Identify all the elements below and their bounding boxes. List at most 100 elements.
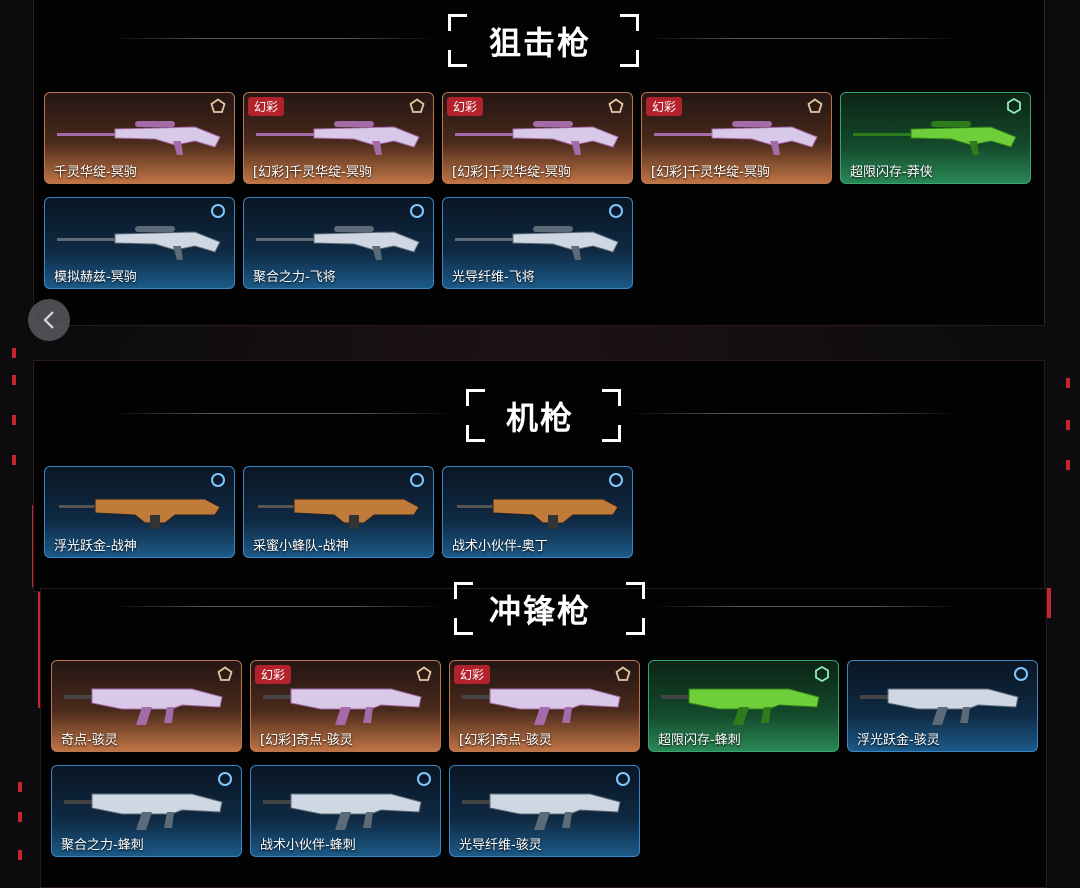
section-title: 狙击枪: [488, 24, 591, 62]
weapon-skin-name: 超限闪存-莽侠: [850, 165, 933, 180]
weapon-image: [256, 121, 420, 155]
circle-icon: [615, 771, 631, 787]
weapon-skin-card[interactable]: 幻彩[幻彩]奇点-骇灵: [250, 660, 441, 752]
weapon-image: [256, 226, 420, 260]
weapon-skin-card[interactable]: 幻彩 [幻彩]千灵华绽-冥驹: [442, 92, 633, 184]
title-bracket-corner: [602, 389, 621, 406]
weapon-skin-name: [幻彩]奇点-骇灵: [459, 733, 552, 748]
weapon-skin-name: 战术小伙伴-奥丁: [452, 539, 548, 554]
weapon-skin-card[interactable]: 千灵华绽-冥驹: [44, 92, 235, 184]
weapon-image: [457, 498, 619, 529]
weapon-skin-card[interactable]: 超限闪存-蜂刺: [648, 660, 839, 752]
weapon-image: [455, 226, 619, 260]
weapon-skin-card[interactable]: 幻彩[幻彩]千灵华绽-冥驹: [641, 92, 832, 184]
weapon-image: [263, 793, 422, 830]
variant-badge: 幻彩: [255, 665, 292, 684]
title-bracket-corner: [448, 50, 467, 67]
title-bracket-corner: [626, 618, 645, 635]
weapon-image: [59, 498, 221, 529]
weapon-skin-name: 超限闪存-蜂刺: [658, 733, 741, 748]
weapon-skin-card[interactable]: 浮光跃金-战神: [44, 466, 235, 558]
weapon-image: [64, 688, 223, 725]
weapon-skin-name: 光导纤维-飞将: [452, 270, 535, 285]
variant-badge: 幻彩: [447, 97, 484, 116]
weapon-skin-card[interactable]: 幻彩 [幻彩]奇点-骇灵: [449, 660, 640, 752]
weapon-skin-name: 模拟赫兹-冥驹: [54, 270, 137, 285]
weapon-image: [661, 688, 820, 725]
weapon-image: [64, 793, 223, 830]
weapon-skin-card[interactable]: 光导纤维-骇灵: [449, 765, 640, 857]
accent-dash: [1066, 460, 1070, 470]
circle-icon: [1013, 666, 1029, 682]
circle-icon: [210, 203, 226, 219]
weapon-skin-card[interactable]: 战术小伙伴-蜂刺: [250, 765, 441, 857]
accent-dash: [18, 812, 22, 822]
accent-dash: [1066, 378, 1070, 388]
accent-dash: [1066, 420, 1070, 430]
accent-dash: [18, 850, 22, 860]
circle-icon: [217, 771, 233, 787]
weapon-skin-name: 奇点-骇灵: [61, 733, 118, 748]
weapon-skin-card[interactable]: 幻彩[幻彩]千灵华绽-冥驹: [243, 92, 434, 184]
weapon-image: [462, 793, 621, 830]
title-bracket-corner: [626, 582, 645, 599]
title-divider-line: [110, 606, 444, 607]
weapon-skin-card[interactable]: 聚合之力-飞将: [243, 197, 434, 289]
accent-dash: [12, 375, 16, 385]
weapon-skin-card[interactable]: 超限闪存-莽侠: [840, 92, 1031, 184]
circle-icon: [409, 203, 425, 219]
weapon-image: [860, 688, 1019, 725]
previous-page-button[interactable]: [28, 299, 70, 341]
pentagon-icon: [217, 666, 233, 682]
weapon-image: [57, 226, 221, 260]
title-bracket-corner: [454, 582, 473, 599]
section-title: 机枪: [505, 399, 574, 437]
title-divider-line: [628, 413, 960, 414]
weapon-image: [258, 498, 420, 529]
accent-bar-right-low: [1046, 588, 1051, 618]
weapon-skin-name: 浮光跃金-战神: [54, 539, 137, 554]
circle-icon: [210, 472, 226, 488]
pentagon-icon: [409, 98, 425, 114]
weapon-image: [654, 121, 818, 155]
weapon-skin-name: [幻彩]千灵华绽-冥驹: [651, 165, 770, 180]
weapon-skin-card[interactable]: 采蜜小蜂队-战神: [243, 466, 434, 558]
accent-dash: [18, 782, 22, 792]
weapon-skin-card[interactable]: 战术小伙伴-奥丁: [442, 466, 633, 558]
title-divider-line: [110, 38, 438, 39]
title-bracket-corner: [602, 425, 621, 442]
weapon-skin-name: 聚合之力-飞将: [253, 270, 336, 285]
title-divider-line: [652, 606, 960, 607]
title-bracket-corner: [454, 618, 473, 635]
pentagon-icon: [807, 98, 823, 114]
accent-dash: [12, 348, 16, 358]
weapon-image: [853, 121, 1017, 155]
weapon-skin-name: [幻彩]千灵华绽-冥驹: [452, 165, 571, 180]
weapon-image: [455, 121, 619, 155]
weapon-skin-name: 聚合之力-蜂刺: [61, 838, 144, 853]
title-bracket-corner: [620, 50, 639, 67]
weapon-skin-card[interactable]: 聚合之力-蜂刺: [51, 765, 242, 857]
circle-icon: [608, 203, 624, 219]
weapon-skin-card[interactable]: 浮光跃金-骇灵: [847, 660, 1038, 752]
title-bracket-corner: [466, 425, 485, 442]
hexagon-icon: [814, 665, 830, 683]
title-divider-line: [110, 413, 456, 414]
title-divider-line: [646, 38, 960, 39]
weapon-skin-name: 光导纤维-骇灵: [459, 838, 542, 853]
circle-icon: [409, 472, 425, 488]
weapon-image: [462, 688, 621, 725]
weapon-skin-card[interactable]: 光导纤维-飞将: [442, 197, 633, 289]
weapon-skin-card[interactable]: 模拟赫兹-冥驹: [44, 197, 235, 289]
circle-icon: [608, 472, 624, 488]
pentagon-icon: [210, 98, 226, 114]
section-title: 冲锋枪: [488, 592, 591, 630]
weapon-image: [263, 688, 422, 725]
weapon-image: [57, 121, 221, 155]
variant-badge: 幻彩: [454, 665, 491, 684]
chevron-left-icon: [43, 311, 54, 329]
weapon-skin-name: 采蜜小蜂队-战神: [253, 539, 349, 554]
pentagon-icon: [416, 666, 432, 682]
pentagon-icon: [608, 98, 624, 114]
weapon-skin-card[interactable]: 奇点-骇灵: [51, 660, 242, 752]
